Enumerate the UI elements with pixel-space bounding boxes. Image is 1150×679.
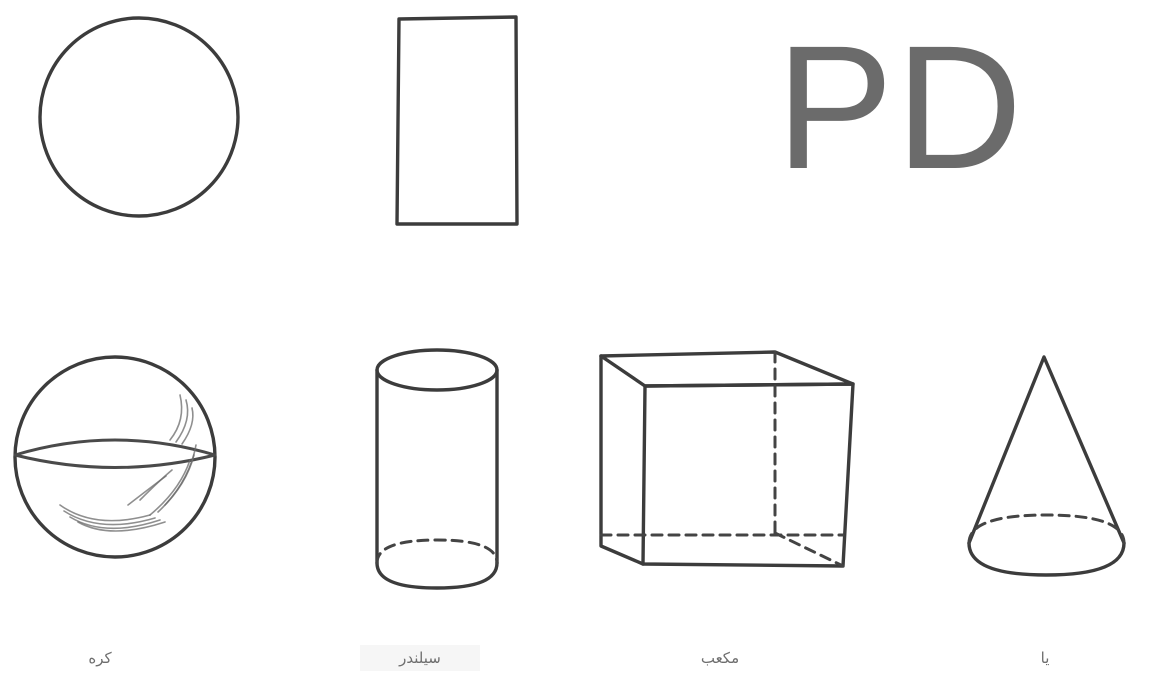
cylinder-label: سیلندر xyxy=(360,645,480,671)
cone-shape xyxy=(969,357,1124,575)
cube-shape xyxy=(601,352,853,566)
rectangle-shape xyxy=(397,17,517,224)
sphere-shape xyxy=(15,357,215,557)
cylinder-shape xyxy=(377,350,497,588)
circle-shape xyxy=(40,18,238,216)
cone-label: یا xyxy=(985,645,1105,671)
sphere-label: کره xyxy=(40,645,160,671)
cube-label: مکعب xyxy=(660,645,780,671)
pd-logo: PD xyxy=(776,18,1016,198)
